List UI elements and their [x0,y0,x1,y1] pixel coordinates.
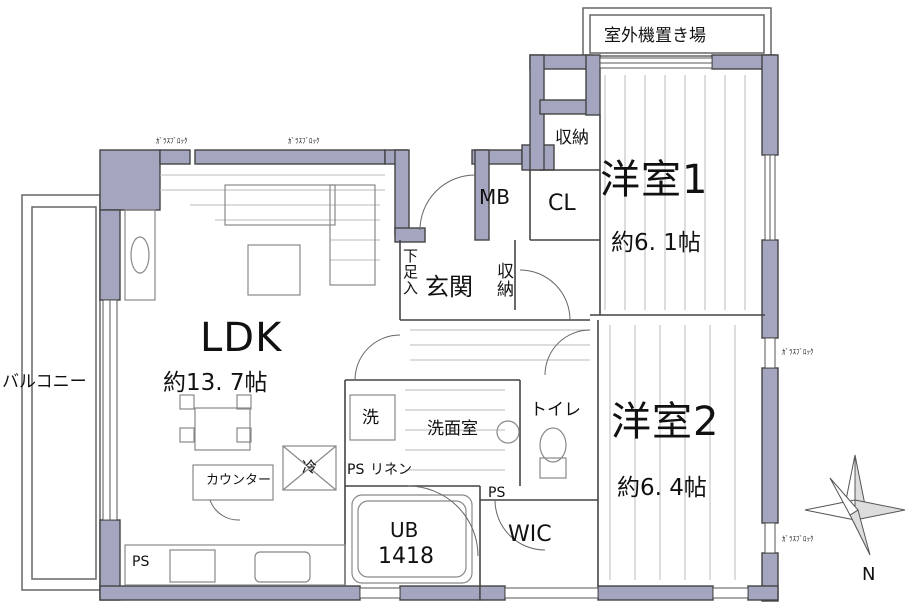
bedroom1-label: 洋室1 [600,157,709,203]
flooring-lines [160,75,746,580]
bathtub [351,494,473,584]
compass [804,454,906,556]
sofa-back [329,184,376,286]
outdoor-unit-label: 室外機置き場 [604,26,706,46]
glass-block-label-2: ｶﾞﾗｽﾌﾞﾛｯｸ [288,137,320,145]
shoe-box-label: 下足入 [401,248,419,296]
washroom-label: 洗面室 [427,419,478,439]
bedroom2-label: 洋室2 [611,399,720,445]
linen-label: リネン [370,462,412,478]
counter-label: カウンター [206,473,272,488]
ldk-label: LDK [200,315,283,361]
meter-box-label: MB [479,185,510,209]
toilet-label: トイレ [530,400,581,420]
stove [169,549,216,583]
ps-wic-label: PS [488,485,506,501]
balcony-label: バルコニー [2,372,87,392]
exterior-walls [99,54,779,602]
sofa-seat [224,184,336,226]
bedroom1-area: 約6. 1帖 [611,230,701,256]
bath-size: 1418 [378,544,434,569]
balcony [21,194,101,591]
wash-basin [496,420,520,444]
kitchen-counter [124,544,346,586]
fridge-label: 冷 [302,458,318,476]
washer-pan [349,394,396,441]
wic-label: WIC [508,522,552,547]
furniture [124,184,567,586]
glass-block-label-4: ｶﾞﾗｽﾌﾞﾛｯｸ [782,535,814,543]
tv-stand [124,209,156,301]
dining-table [194,407,251,451]
entrance-storage-label: 収納 [493,262,513,298]
ps-kitchen-label: PS [132,554,150,570]
windows [102,57,776,599]
bedroom2-area: 約6. 4帖 [617,475,707,501]
compass-north-label: N [862,564,876,585]
bath-label: UB [390,518,419,542]
ps-wash-label: PS [347,462,365,478]
glass-block-label-3: ｶﾞﾗｽﾌﾞﾛｯｸ [782,348,814,356]
entrance-label: 玄関 [425,273,473,301]
lamp [130,236,150,274]
ldk-area: 約13. 7帖 [163,370,268,396]
counter [192,464,274,501]
outdoor-unit-area [582,7,772,57]
glass-block-label-1: ｶﾞﾗｽﾌﾞﾛｯｸ [156,137,188,145]
coffee-table [247,244,301,296]
washer-label: 洗 [362,408,379,428]
fridge [282,445,337,491]
toilet-bowl [539,427,567,463]
storage-top-label: 収納 [555,128,589,148]
closet-label: CL [548,191,576,216]
doors [209,174,591,557]
sink [254,551,311,583]
interior-walls [344,115,765,586]
